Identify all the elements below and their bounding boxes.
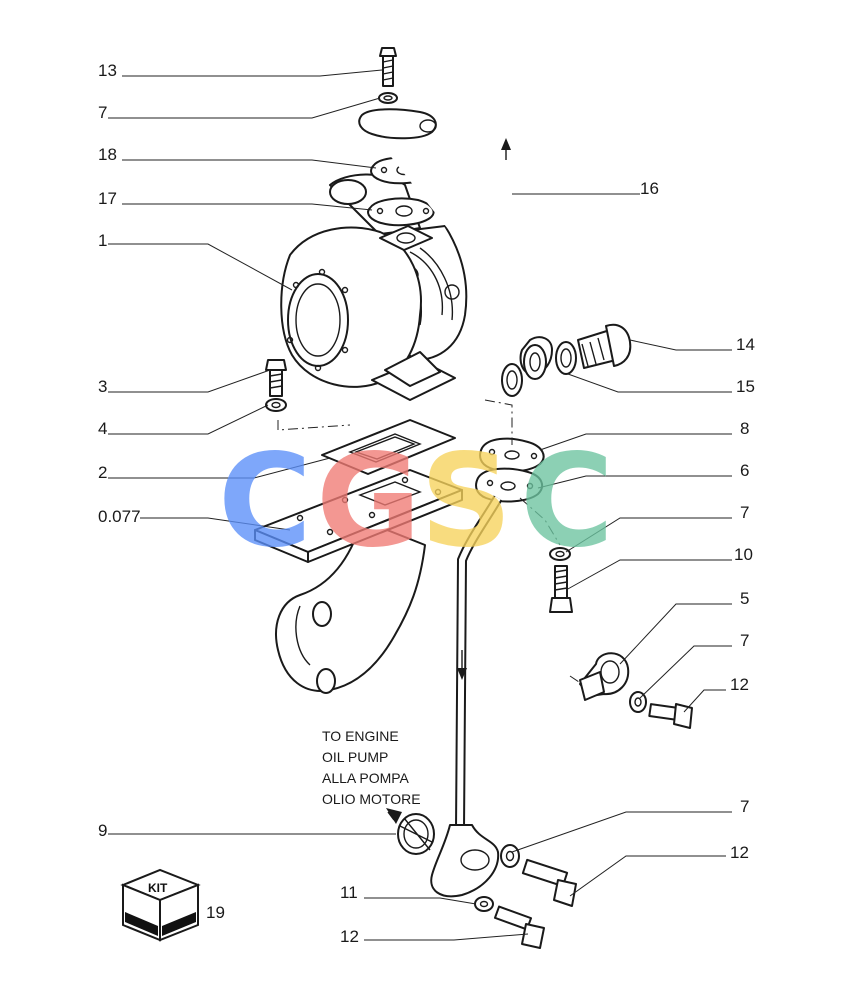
leader-lines [108, 69, 732, 941]
gasket-8 [479, 437, 545, 473]
callout-7-lower: 7 [740, 797, 749, 816]
callout-16: 16 [640, 179, 659, 198]
gasket-17 [367, 197, 435, 227]
note-line-4: OLIO MOTORE [322, 791, 421, 807]
callout-19: 19 [206, 903, 225, 922]
intake-elbow [275, 519, 426, 694]
callout-7-mid: 7 [740, 503, 749, 522]
callout-12-clamp: 12 [730, 675, 749, 694]
banjo-bolt-14 [501, 323, 632, 397]
bolt-13 [378, 47, 398, 104]
callout-3: 3 [98, 377, 107, 396]
callout-5: 5 [740, 589, 749, 608]
bolt-10 [549, 547, 573, 613]
callout-7-clamp: 7 [740, 631, 749, 650]
kit-label: KIT [148, 881, 168, 895]
seal-ring-9 [397, 813, 435, 855]
callout-12-lower: 12 [730, 843, 749, 862]
note-line-2: OIL PUMP [322, 749, 388, 765]
bolt-12-lower-right [500, 844, 577, 907]
callout-18: 18 [98, 145, 117, 164]
clamp-5 [579, 652, 693, 729]
watermark-letter-g: G [316, 427, 421, 576]
gasket-6 [475, 467, 544, 503]
engine-oil-pump-note: TO ENGINE OIL PUMP ALLA POMPA OLIO MOTOR… [322, 728, 421, 807]
callout-14: 14 [736, 335, 755, 354]
callout-15: 15 [736, 377, 755, 396]
callout-10: 10 [734, 545, 753, 564]
callout-12-bottom: 12 [340, 927, 359, 946]
kit-box-icon: KIT [120, 868, 201, 942]
callout-9: 9 [98, 821, 107, 840]
center-lines [277, 399, 583, 685]
oil-feed-pipe [341, 82, 553, 380]
watermark: C G S C [218, 427, 614, 576]
turbocharger [280, 173, 468, 401]
bolt-12-bottom [474, 896, 545, 949]
note-line-3: ALLA POMPA [322, 770, 410, 786]
watermark-letter-c2: C [520, 427, 614, 576]
callout-17: 17 [98, 189, 117, 208]
flange-plate [254, 469, 463, 563]
gasket-2 [321, 419, 456, 475]
callout-7-top: 7 [98, 103, 107, 122]
bolt-3 [265, 359, 287, 412]
note-line-1: TO ENGINE [322, 728, 399, 744]
oil-drain-pipe [430, 495, 503, 898]
callout-2: 2 [98, 463, 107, 482]
callout-4: 4 [98, 419, 107, 438]
callout-6: 6 [740, 461, 749, 480]
watermark-letter-s: S [420, 427, 512, 576]
callout-1: 1 [98, 231, 107, 250]
callout-13: 13 [98, 61, 117, 80]
callout-11: 11 [340, 883, 358, 902]
watermark-letter-c1: C [218, 427, 312, 576]
callout-labels: 13 7 18 17 1 3 4 2 0.077 9 11 12 16 14 1… [98, 61, 755, 946]
callout-8: 8 [740, 419, 749, 438]
callout-0077: 0.077 [98, 507, 141, 526]
